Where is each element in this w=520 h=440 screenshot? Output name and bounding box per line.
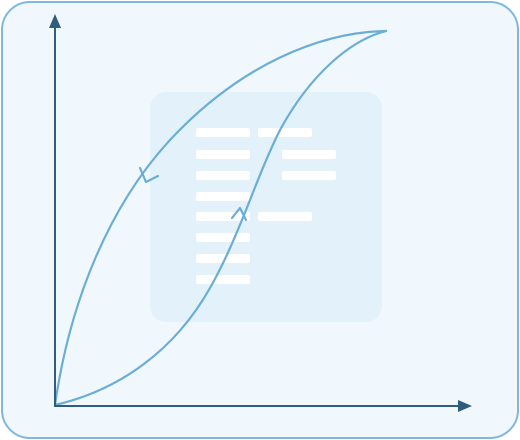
watermark-bar [196,275,250,284]
chevron-left-down-icon [138,166,160,184]
watermark-bar [282,171,336,180]
arrow-up-icon [49,14,61,28]
watermark-bar [196,233,250,242]
arrow-right-icon [458,400,472,412]
lower-branch-curve [53,29,388,407]
watermark-bar [196,171,250,180]
watermark-bar [196,192,250,201]
watermark-bar [196,254,250,263]
watermark-bar [258,128,312,137]
watermark-bar [196,150,250,159]
watermark-bar [282,150,336,159]
document-icon [150,92,382,322]
watermark-card [150,92,382,322]
watermark-bar [196,128,250,137]
chevron-up-icon [230,206,248,222]
upper-branch-curve [53,29,388,407]
watermark-bar [258,212,312,221]
watermark-bar [196,212,250,221]
